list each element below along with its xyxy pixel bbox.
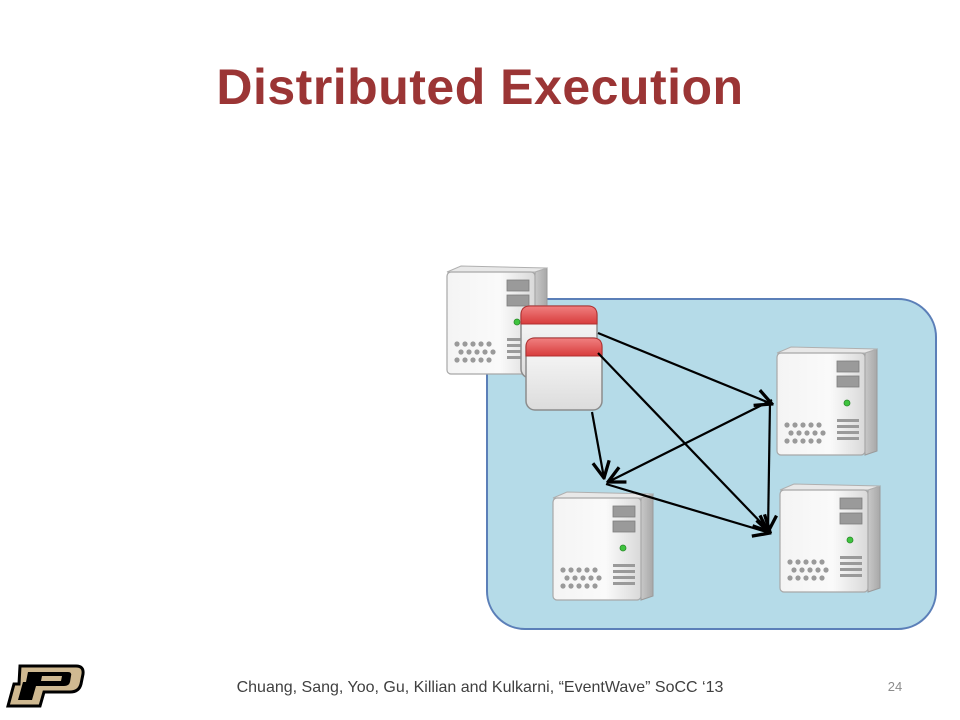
- arrow-cards-to-top-right: [597, 331, 772, 404]
- footer-citation: Chuang, Sang, Yoo, Gu, Killian and Kulka…: [236, 679, 724, 696]
- arrow-top-right-to-bottom-left: [608, 399, 773, 482]
- arrow-cards-to-bottom-right: [597, 352, 770, 532]
- event-card-icon: [525, 337, 603, 411]
- purdue-logo-icon: [6, 664, 85, 708]
- arrow-cards-to-bottom-left: [590, 411, 604, 478]
- server-bottom-right-icon: [779, 483, 881, 593]
- server-bottom-left-icon: [552, 491, 654, 601]
- arrow-bottom-left-to-bottom-right: [605, 482, 770, 533]
- server-top-right-icon: [776, 346, 878, 456]
- slide-title: Distributed Execution: [216, 59, 744, 115]
- page-number: 24: [887, 679, 903, 694]
- arrow-top-right-to-bottom-right: [768, 401, 770, 532]
